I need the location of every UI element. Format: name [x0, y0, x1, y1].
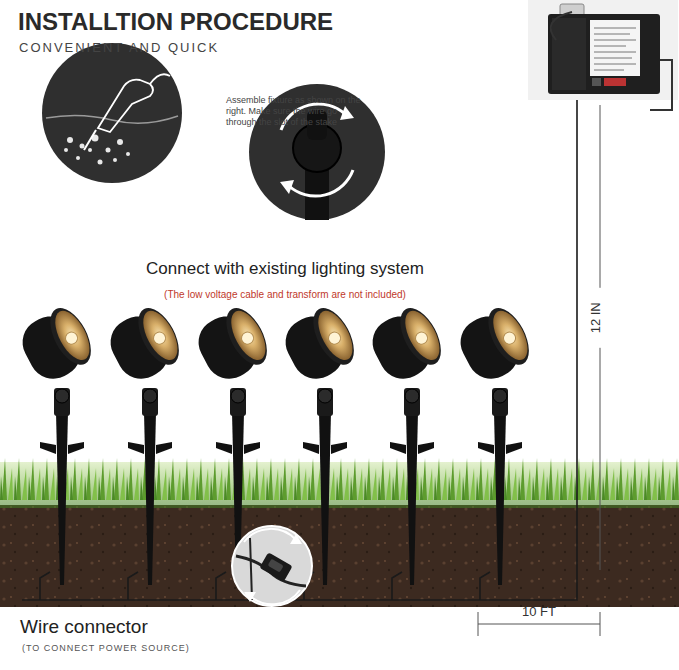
note: (The low voltage cable and transform are… — [80, 289, 490, 301]
part-label: Wire connector — [20, 616, 240, 639]
section-heading: Connect with existing lighting system — [80, 259, 490, 279]
step-one-inset — [42, 43, 182, 183]
part-note: (TO CONNECT POWER SOURCE) — [22, 643, 262, 654]
dimension-label: 10 FT — [500, 604, 578, 620]
dimension-lines — [478, 105, 600, 636]
cable — [22, 95, 577, 600]
instruction-note: Assemble fixture as shown on the right. … — [226, 95, 362, 127]
transformer — [528, 0, 678, 110]
subtitle: CONVENIENT AND QUICK — [19, 40, 319, 56]
dimension-label: 12 IN — [588, 288, 604, 348]
title: INSTALLTION PROCEDURE — [18, 8, 333, 37]
connector-inset — [232, 526, 312, 606]
